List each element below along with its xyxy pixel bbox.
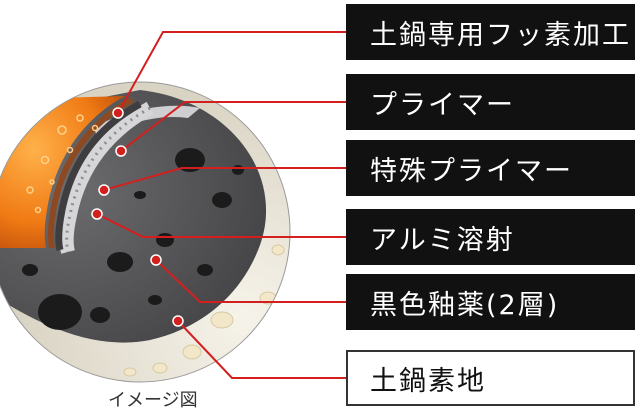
leader-line-special-primer (103, 167, 346, 191)
label-aluminum-spray: アルミ溶射 (346, 209, 635, 265)
leader-line-fluorine (117, 31, 346, 114)
primer-layer (47, 97, 134, 249)
leader-lines (96, 31, 346, 379)
special-primer-layer (55, 100, 142, 251)
leader-dot-special-primer (98, 184, 110, 196)
leader-dot-aluminum (91, 208, 103, 220)
coating-bubbles (26, 114, 99, 214)
leader-dot-fluorine (112, 107, 124, 119)
label-clay-body: 土鍋素地 (346, 350, 635, 406)
label-black-glaze: 黒色釉薬(2層) (346, 274, 635, 330)
leader-dot-black-glaze (150, 254, 162, 266)
label-special-primer: 特殊プライマー (346, 140, 635, 196)
leader-line-primer (120, 101, 346, 152)
leader-line-black-glaze (155, 259, 346, 303)
label-fluorine-coating: 土鍋専用フッ素加工 (346, 4, 635, 60)
aluminum-spray-layer (92, 105, 200, 138)
leader-dot-primer (115, 145, 127, 157)
image-caption: イメージ図 (108, 390, 198, 411)
label-primer: プライマー (346, 74, 635, 130)
leader-line-aluminum (96, 213, 346, 238)
leader-dots (91, 107, 184, 327)
cross-section-outline (0, 81, 291, 383)
leader-dot-clay (172, 315, 184, 327)
aluminum-spray-band (59, 101, 154, 254)
leader-line-clay (177, 320, 346, 379)
glaze-pores (22, 148, 244, 330)
cross-section-circle (0, 82, 290, 382)
